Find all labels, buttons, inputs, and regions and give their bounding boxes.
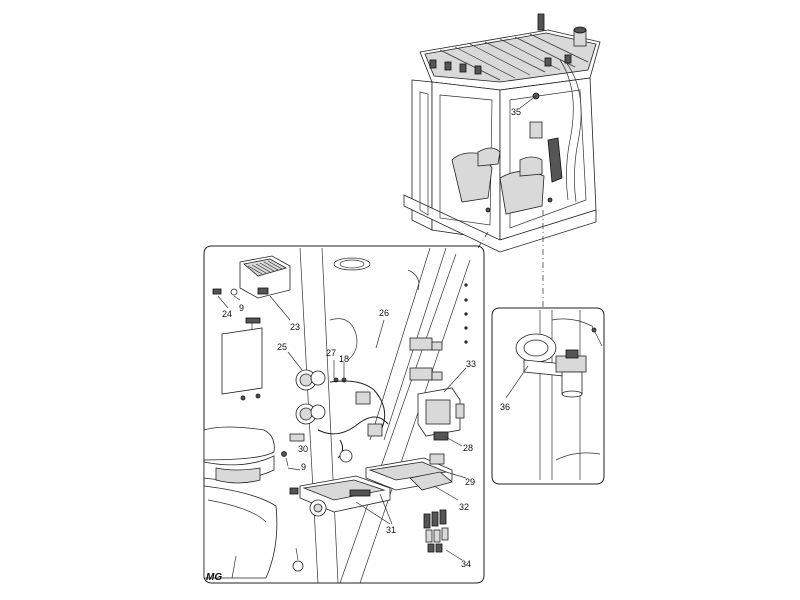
part-23-heatsink-module	[239, 255, 291, 299]
part-28-33-relay-block	[417, 387, 465, 441]
callout-23: 23	[290, 322, 300, 332]
callout-26: 26	[379, 308, 389, 318]
part-34-fuses	[423, 509, 449, 553]
part-35-relay	[529, 121, 543, 139]
callout-31: 31	[386, 525, 396, 535]
callout-32: 32	[459, 502, 469, 512]
callout-27: 27	[326, 348, 336, 358]
callout-29: 29	[465, 477, 475, 487]
mounting-bracket	[221, 317, 263, 401]
callout-34: 34	[461, 559, 471, 569]
callout-25: 25	[277, 342, 287, 352]
callout-33: 33	[466, 359, 476, 369]
cab-assembly: 35	[403, 13, 601, 253]
callout-30: 30	[298, 444, 308, 454]
detail-view-36: 36	[491, 307, 605, 485]
callout-24: 24	[222, 309, 232, 319]
leader-cab-to-detail	[477, 231, 489, 249]
part-9-washer	[230, 288, 238, 296]
callout-35: 35	[511, 107, 521, 117]
callout-36: 36	[500, 402, 510, 412]
armrest-console	[203, 426, 278, 579]
callout-9-top: 9	[239, 303, 244, 313]
part-36-clamp-bracket	[515, 333, 587, 398]
part-24-bolt	[212, 288, 222, 295]
callout-28: 28	[463, 443, 473, 453]
wiring-harness	[317, 337, 443, 459]
callout-9-bottom: 9	[301, 462, 306, 472]
part-25-connectors	[295, 369, 326, 425]
detail-view-electrical: 23 24 9 25 26 27 1	[203, 245, 485, 584]
brand-logo-text: MG	[206, 572, 222, 583]
callout-18: 18	[339, 354, 349, 364]
